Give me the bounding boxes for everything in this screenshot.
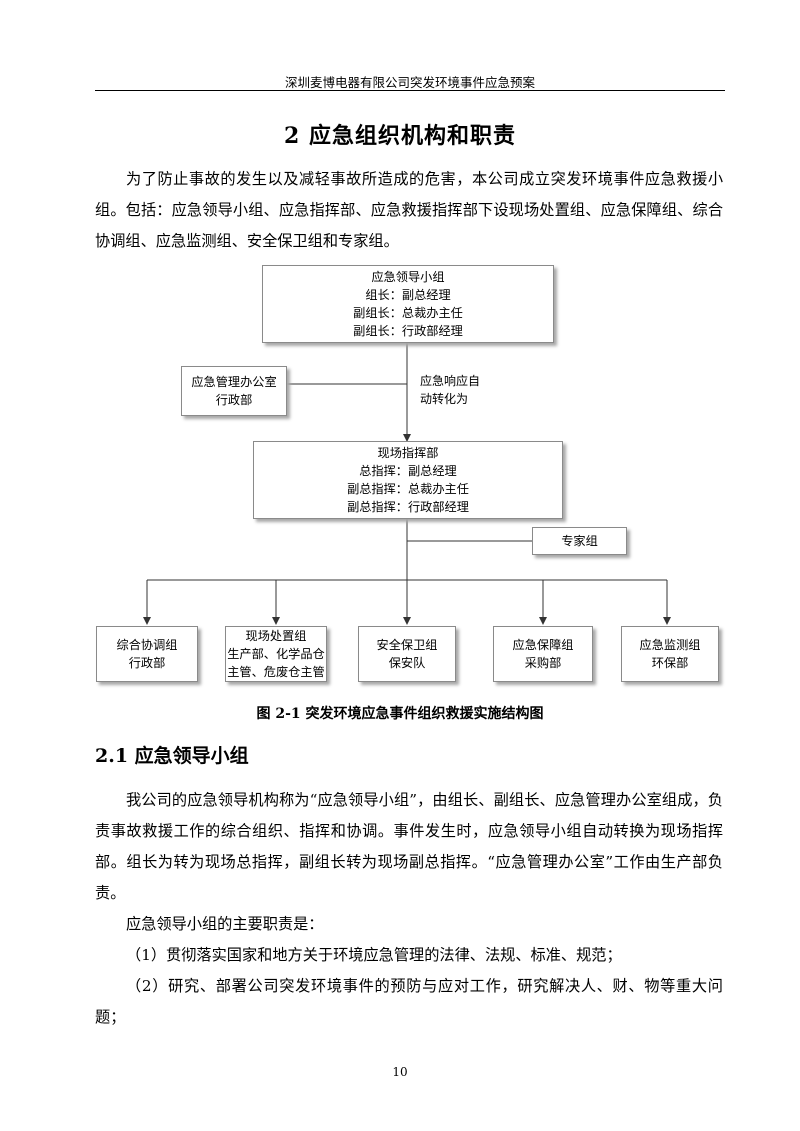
command-line-4: 副总指挥：行政部经理 — [347, 500, 469, 514]
body-paragraph-4: （2）研究、部署公司突发环境事件的预防与应对工作，研究解决人、财、物等重大问题； — [95, 977, 723, 1026]
leader-group-box: 应急领导小组 组长：副总经理 副组长：总裁办主任 副组长：行政部经理 — [262, 265, 554, 343]
group-1-line-1: 综合协调组 — [116, 638, 178, 652]
office-line-2: 行政部 — [215, 393, 253, 407]
leader-line-1: 应急领导小组 — [371, 270, 445, 284]
section-title: 2 应急组织机构和职责 — [284, 123, 516, 149]
leader-line-4: 副组长：行政部经理 — [353, 324, 463, 338]
transition-note: 应急响应自 动转化为 — [420, 372, 480, 408]
body-paragraph-2: 应急领导小组的主要职责是： — [126, 915, 324, 933]
command-line-1: 现场指挥部 — [377, 446, 439, 460]
group-box-coordination: 综合协调组 行政部 — [96, 626, 198, 682]
group-4-line-1: 应急保障组 — [512, 638, 574, 652]
command-box: 现场指挥部 总指挥：副总经理 副总指挥：总裁办主任 副总指挥：行政部经理 — [253, 441, 563, 519]
header-divider — [95, 90, 725, 91]
group-4-line-2: 采购部 — [524, 656, 562, 670]
figure-caption: 图 2-1 突发环境应急事件组织救援实施结构图 — [256, 706, 544, 722]
intro-paragraph: 为了防止事故的发生以及减轻事故所造成的危害，本公司成立突发环境事件应急救援小组。… — [95, 170, 723, 250]
office-box: 应急管理办公室 行政部 — [181, 366, 287, 416]
page-number: 10 — [392, 1065, 408, 1079]
group-3-line-1: 安全保卫组 — [376, 638, 438, 652]
expert-line-1: 专家组 — [561, 534, 598, 548]
office-line-1: 应急管理办公室 — [191, 375, 277, 389]
group-box-monitoring: 应急监测组 环保部 — [621, 626, 719, 682]
transition-line-1: 应急响应自 — [420, 374, 481, 388]
group-5-line-1: 应急监测组 — [639, 638, 701, 652]
group-5-line-2: 环保部 — [651, 656, 689, 670]
leader-line-2: 组长：副总经理 — [365, 288, 451, 302]
group-1-line-2: 行政部 — [128, 656, 166, 670]
transition-line-2: 动转化为 — [420, 392, 469, 406]
group-3-line-2: 保安队 — [388, 656, 426, 670]
subsection-title: 2.1 应急领导小组 — [95, 745, 249, 767]
command-line-2: 总指挥：副总经理 — [359, 464, 457, 478]
group-box-support: 应急保障组 采购部 — [493, 626, 593, 682]
group-box-security: 安全保卫组 保安队 — [358, 626, 456, 682]
expert-box: 专家组 — [532, 527, 627, 555]
group-2-line-1: 现场处置组 — [245, 629, 307, 643]
command-line-3: 副总指挥：总裁办主任 — [347, 482, 469, 496]
body-paragraph-3: （1）贯彻落实国家和地方关于环境应急管理的法律、法规、标准、规范； — [126, 946, 622, 964]
group-2-line-3: 主管、危废仓主管 — [227, 665, 325, 679]
group-2-line-2: 生产部、化学品仓 — [227, 647, 325, 661]
document-header: 深圳麦博电器有限公司突发环境事件应急预案 — [284, 75, 535, 90]
group-box-onsite: 现场处置组 生产部、化学品仓 主管、危废仓主管 — [225, 626, 327, 682]
leader-line-3: 副组长：总裁办主任 — [353, 306, 463, 320]
body-paragraph-1: 我公司的应急领导机构称为“应急领导小组”，由组长、副组长、应急管理办公室组成，负… — [95, 791, 723, 902]
